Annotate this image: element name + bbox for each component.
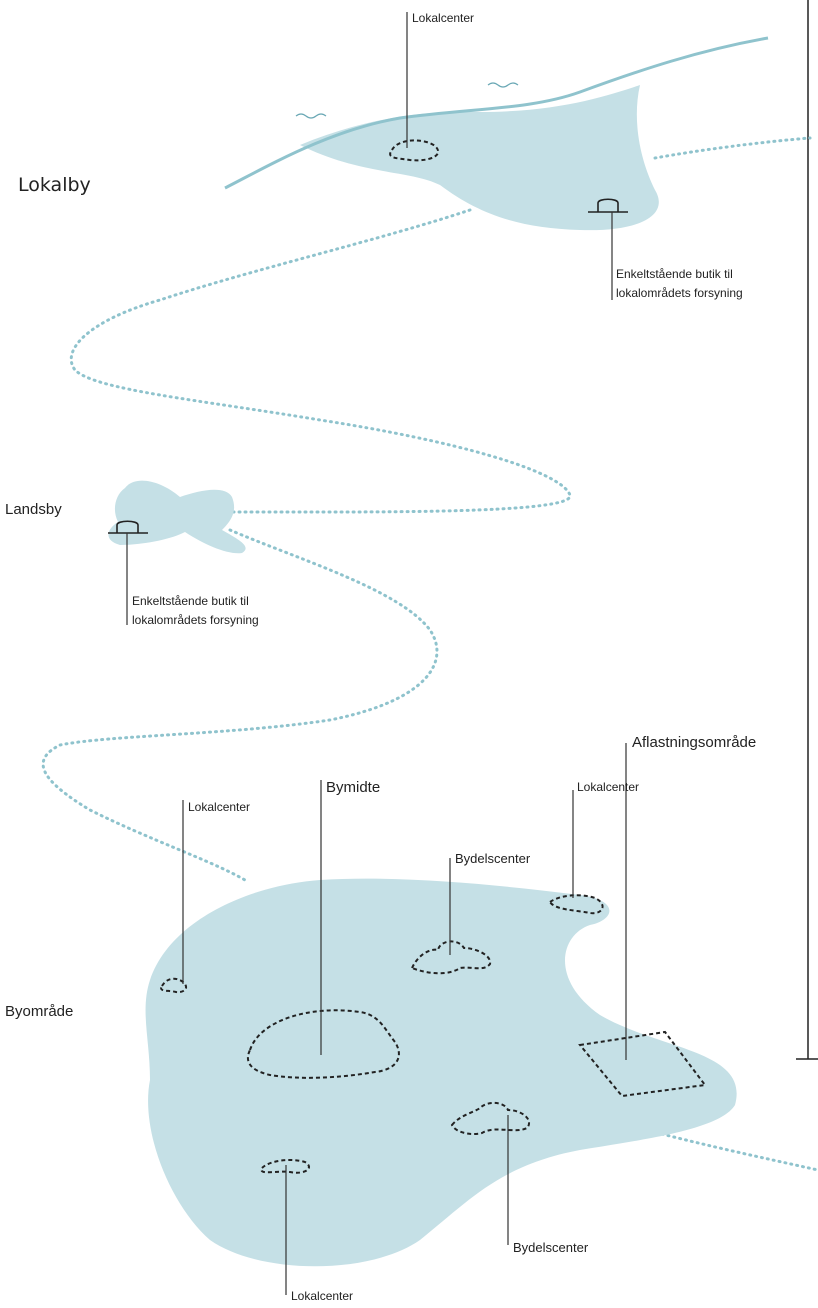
landsby-shop-icon <box>108 520 148 534</box>
lokalby-zone <box>300 85 659 231</box>
aflastningsomrade-outline <box>578 1030 707 1098</box>
bydelscenter-s-label: Bydelscenter <box>513 1240 589 1255</box>
byomrade-zone <box>145 878 737 1267</box>
water-wave-2 <box>487 82 519 88</box>
road-east-exit <box>653 136 812 160</box>
lokalby-lokalcenter-outline <box>389 139 440 162</box>
lokalcenter-nw-label: Lokalcenter <box>188 800 250 814</box>
lokalby-lokalcenter-label: Lokalcenter <box>412 11 474 25</box>
lokalby-shop-label-line1: Enkeltstående butik til <box>616 267 733 281</box>
lokalby-shop-icon <box>588 198 628 213</box>
byomrade-label: Byområde <box>5 1003 73 1020</box>
aflastningsomrade-label: Aflastningsområde <box>632 734 756 751</box>
landsby-label: Landsby <box>5 501 62 518</box>
bymidte-label: Bymidte <box>326 779 380 796</box>
lokalby-shoreline <box>224 36 769 190</box>
water-wave-1 <box>295 113 327 119</box>
lokalby-shop-label-line2: lokalområdets forsyning <box>616 286 743 300</box>
lokalcenter-ne-label: Lokalcenter <box>577 780 639 794</box>
bydelscenter-n-label: Bydelscenter <box>455 851 531 866</box>
bydelscenter-s-outline <box>450 1102 530 1135</box>
landsby-shop-label-line1: Enkeltstående butik til <box>132 594 249 608</box>
lokalcenter-s-label: Lokalcenter <box>291 1289 353 1303</box>
bymidte-outline <box>246 1009 400 1079</box>
lokalcenter-s-outline <box>260 1159 310 1174</box>
bydelscenter-n-outline <box>410 940 492 975</box>
road-lokalby-to-landsby-loop <box>69 208 572 514</box>
lokalby-label: Lokalby <box>18 174 91 196</box>
lokalcenter-ne-outline <box>548 894 604 915</box>
landsby-shop-label-line2: lokalområdets forsyning <box>132 613 259 627</box>
road-south-exit <box>608 1118 818 1172</box>
landsby-zone <box>108 480 246 554</box>
road-landsby-to-byomrade <box>41 528 439 882</box>
